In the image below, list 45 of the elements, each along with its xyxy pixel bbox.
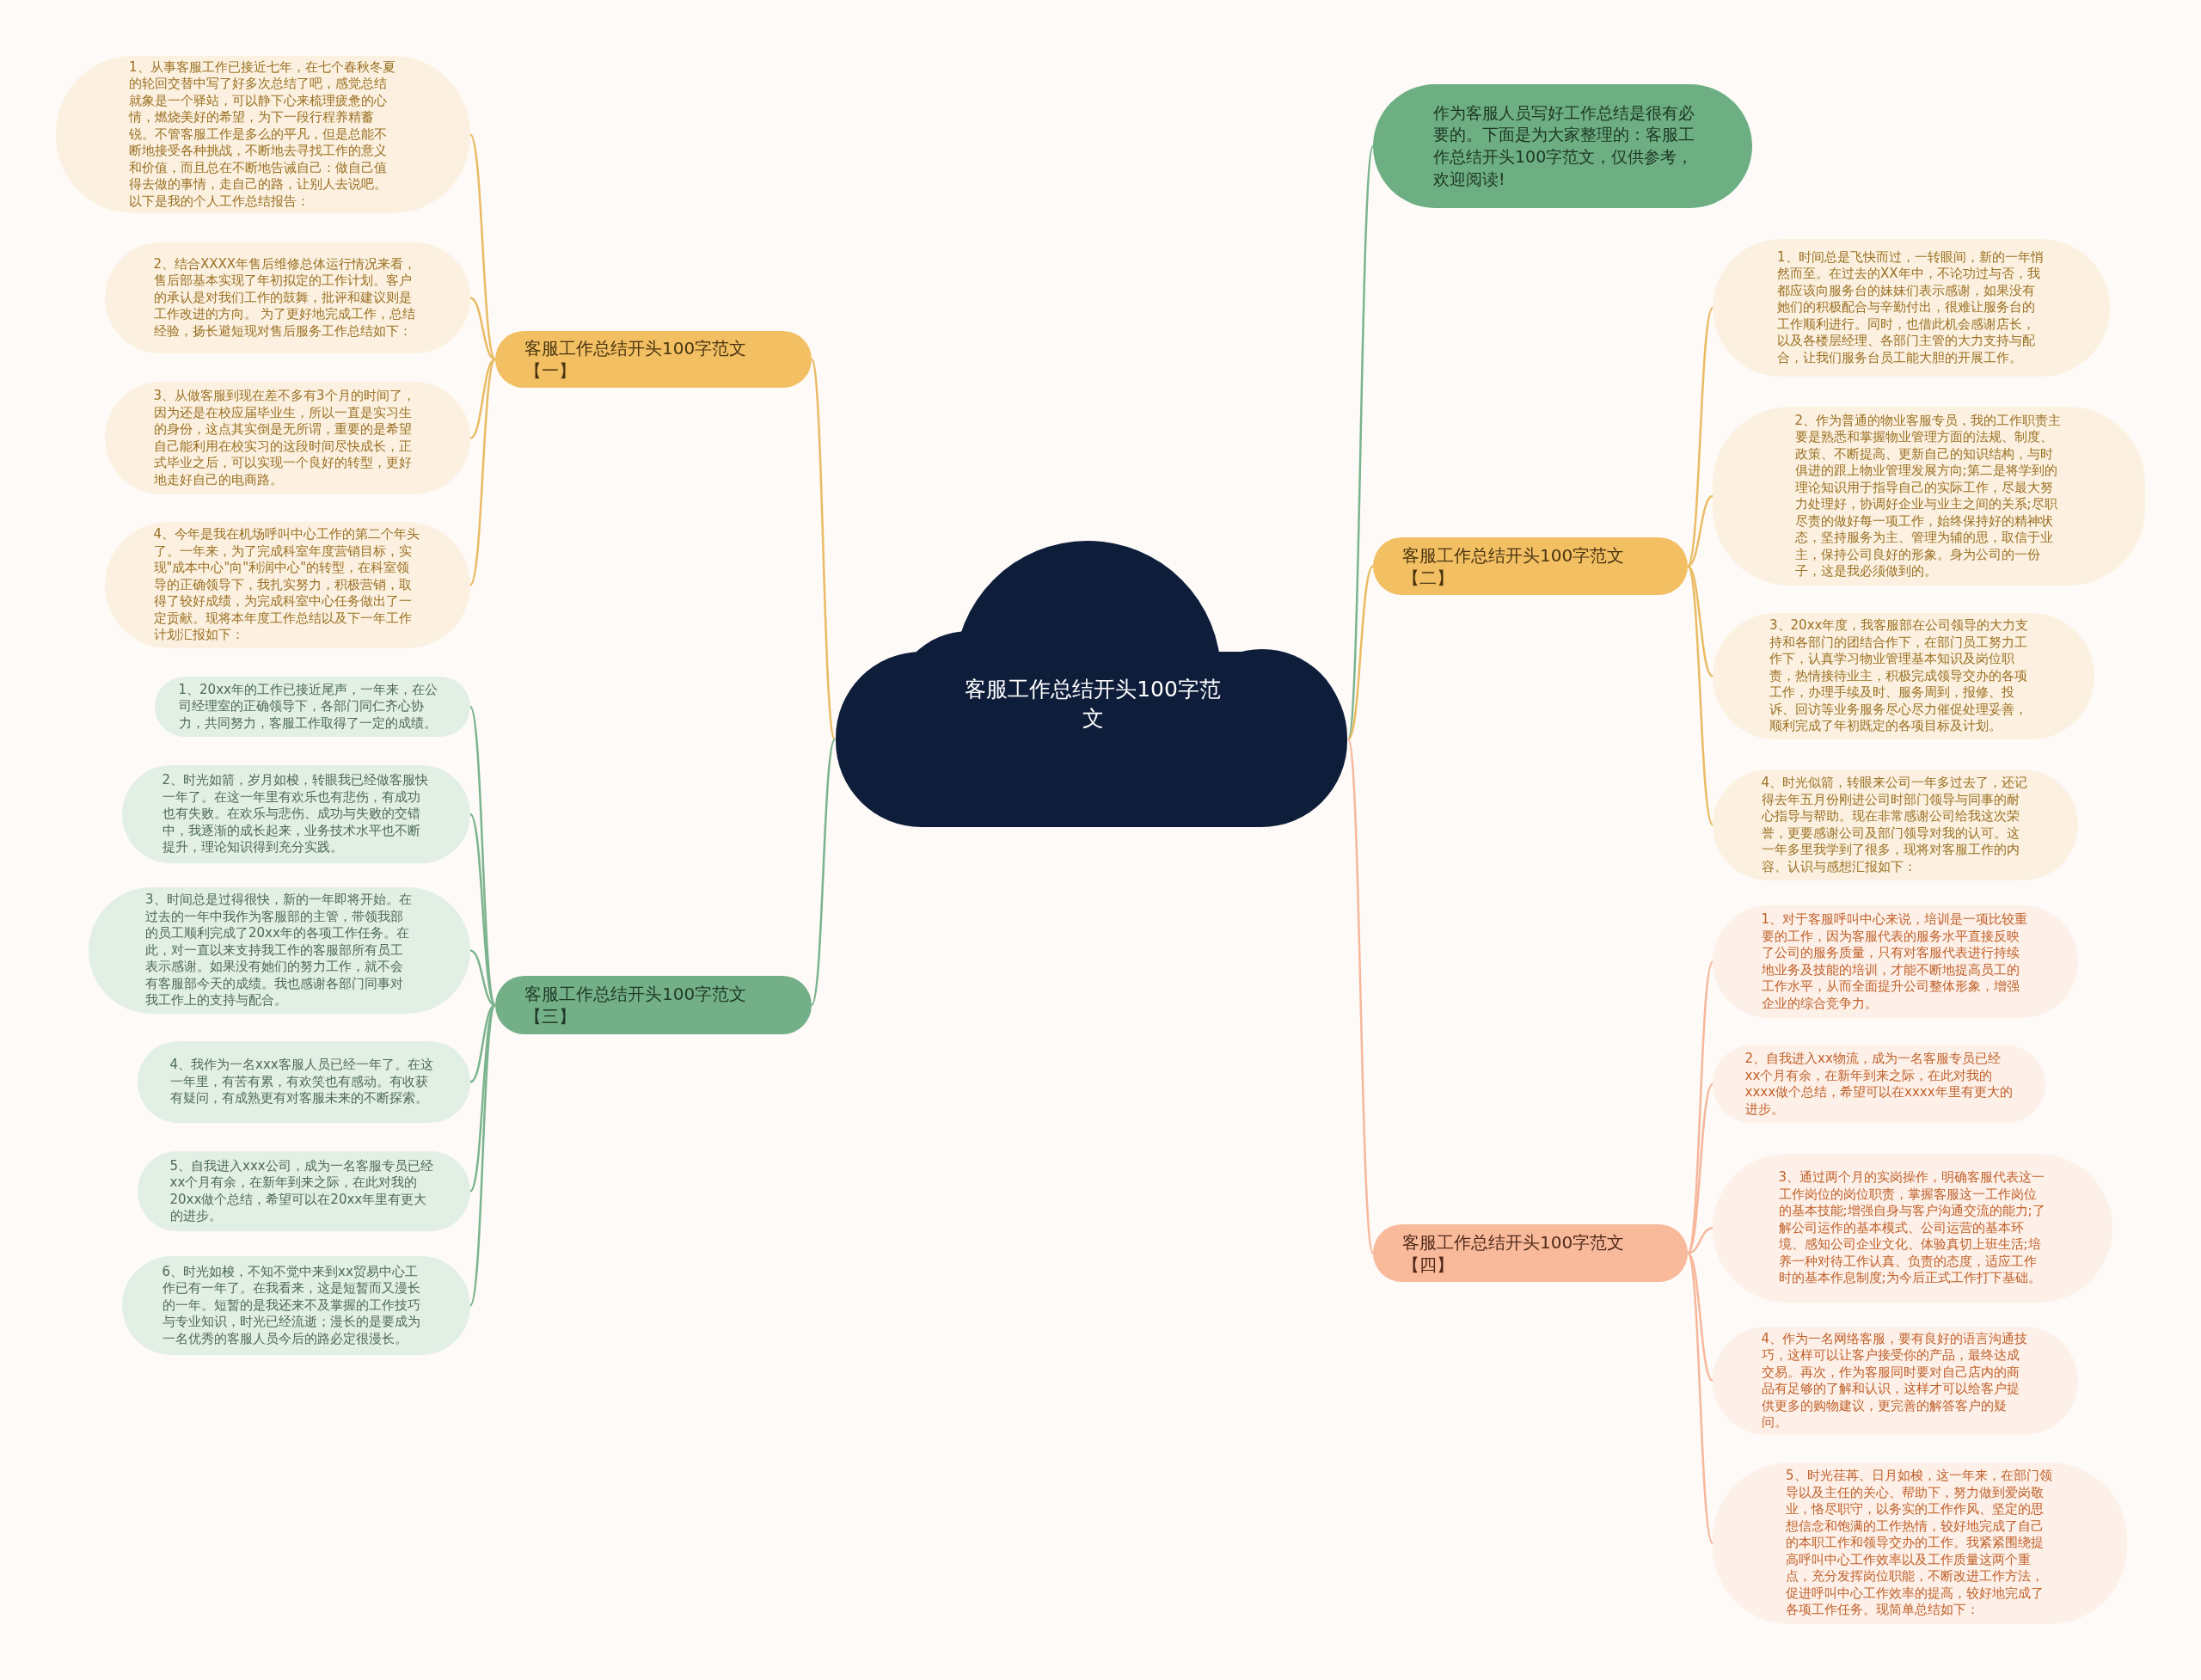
connector-line: [469, 813, 496, 1006]
connector-line: [469, 359, 497, 586]
connector-line: [1687, 494, 1714, 567]
connector-line: [469, 133, 497, 360]
text-bubble: 1、从事客服工作已接近七年，在七个春秋冬夏的轮回交替中写了好多次总结了吧，感觉总结就象是一个驿站，可以静下心来梳理疲惫的心情，燃烧美好的希望，为下一段行程养精蓄锐。不管客服工作是多么的平凡，但是总能不断地接受各种挑战，不断地去寻找工作的意义和价值，而且总在不断地告诫自己：做自己值得去做的事情，走自己的路，让别人去说吧。以下是我的个人工作总结报告：: [56, 56, 470, 213]
text-bubble: 3、时间总是过得很快，新的一年即将开始。在过去的一年中我作为客服部的主管，带领我部的员工顺利完成了20xx年的各项工作任务。在此，对一直以来支持我工作的客服部所有员工表示感谢。如果没有她们的努力工作，就不会有客服部今天的成绩。我也感谢各部门同事对我工作上的支持与配合。: [89, 887, 470, 1014]
text-bubble: 6、时光如梭，不知不觉中来到xx贸易中心工作已有一年了。在我看来，这是短暂而又漫长的一年。短暂的是我还来不及掌握的工作技巧与专业知识，时光已经流逝；漫长的是要成为一名优秀的客服人员今后的路必定很漫长。: [122, 1256, 470, 1355]
branch-topic: 客服工作总结开头100字范文【三】: [495, 976, 812, 1034]
connector-line: [1686, 565, 1714, 826]
connector-line: [469, 949, 496, 1007]
connector-line: [469, 297, 496, 361]
text-bubble: 4、作为一名网络客服，要有良好的语言沟通技巧，这样可以让客户接受你的产品，最终达成交易。再次，作为客服同时要对自己店内的商品有足够的了解和认识，这样才可以给客户提供更多的购物建议，更完善的解答客户的疑问。: [1713, 1327, 2078, 1435]
connector-line: [810, 739, 837, 1006]
connector-line: [1347, 565, 1374, 740]
text-bubble: 5、自我进入xxx公司，成为一名客服专员已经xx个月有余，在新年到来之际，在此对我的20xx做个总结，希望可以在20xx年里有更大的进步。: [138, 1151, 470, 1231]
branch-topic: 客服工作总结开头100字范文【二】: [1373, 537, 1688, 595]
text-bubble: 3、通过两个月的实岗操作，明确客服代表这一工作岗位的岗位职责，掌握客服这一工作岗位的基本技能;增强自身与客户沟通交流的能力;了解公司运作的基本模式、公司运营的基本环境、感知公司企业文化、体验真切上班生活;培养一种对待工作认真、负责的态度，适应工作时的基本作息制度;为今后正式工作打下基础。: [1713, 1154, 2112, 1303]
connector-line: [810, 359, 837, 740]
connector-line: [1346, 739, 1375, 1254]
text-bubble: 2、作为普通的物业客服专员，我的工作职责主要是熟悉和掌握物业管理方面的法规、制度、政策、不断提高、更新自己的知识结构，与时俱进的跟上物业管理发展方向;第二是将学到的理论知识用于指导自己的实际工作，尽最大努力处理好，协调好企业与业主之间的关系;尽职尽责的做好每一项工作，始终保持好的精神状态，坚持服务为主、管理为辅的思，取信于业主，保持公司良好的形象。身为公司的一份子，这是我必须做到的。: [1713, 407, 2145, 586]
text-bubble: 5、时光荏苒、日月如梭，这一年来，在部门领导以及主任的关心、帮助下，努力做到爱岗敬业，恪尽职守，以务实的工作作风、坚定的思想信念和饱满的工作热情，较好地完成了自己的本职工作和领导交办的工作。我紧紧围绕提高呼叫中心工作效率以及工作质量这两个重点，充分发挥岗位职能，不断改进工作方法，促进呼叫中心工作效率的提高，较好地完成了各项工作任务。现简单总结如下：: [1713, 1462, 2127, 1624]
text-bubble: 4、时光似箭，转眼来公司一年多过去了，还记得去年五月份刚进公司时部门领导与同事的耐心指导与帮助。现在非常感谢公司给我这次荣誉，更要感谢公司及部门领导对我的认可。这一年多里我学到了很多，现将对客服工作的内容、认识与感想汇报如下：: [1713, 769, 2078, 880]
connector-line: [1687, 1252, 1714, 1382]
text-bubble: 3、从做客服到现在差不多有3个月的时间了，因为还是在校应届毕业生，所以一直是实习生的身份，这点其实倒是无所谓，重要的是希望自己能利用在校实习的这段时间尽快成长，正式毕业之后，可以实现一个良好的转型，更好地走好自己的电商路。: [105, 382, 470, 494]
connector-line: [1687, 565, 1714, 678]
central-topic-text: 客服工作总结开头100字范文: [964, 676, 1222, 733]
text-bubble: 4、我作为一名xxx客服人员已经一年了。在这一年里，有苦有累，有欢笑也有感动。有收获有疑问，有成熟更有对客服未来的不断探索。: [138, 1041, 470, 1123]
text-bubble: 2、自我进入xx物流，成为一名客服专员已经xx个月有余，在新年到来之际，在此对我的xxxx做个总结，希望可以在xxxx年里有更大的进步。: [1713, 1045, 2045, 1123]
branch-topic: 客服工作总结开头100字范文【一】: [495, 331, 812, 388]
connector-line: [469, 358, 496, 439]
text-bubble: 2、结合XXXX年售后维修总体运行情况来看，售后部基本实现了年初拟定的工作计划。客户的承认是对我们工作的鼓舞，批评和建议则是工作改进的方向。 为了更好地完成工作，总结经验，扬长避短现对售后服务工作总结如下：: [105, 242, 470, 353]
text-bubble: 4、今年是我在机场呼叫中心工作的第二个年头了。一年来，为了完成科室年度营销目标，实现"成本中心"向"利润中心"的转型，在科室领导的正确领导下，我扎实努力，积极营销，取得了较好成绩，为完成科室中心任务做出了一定贡献。现将本年度工作总结以及下一年工作计划汇报如下：: [105, 522, 470, 648]
intro-bubble: 作为客服人员写好工作总结是很有必要的。下面是为大家整理的：客服工作总结开头100字范文，仅供参考，欢迎阅读!: [1373, 84, 1752, 208]
text-bubble: 2、时光如箭，岁月如梭，转眼我已经做客服快一年了。在这一年里有欢乐也有悲伤，有成功也有失败。在欢乐与悲伤、成功与失败的交错中，我逐渐的成长起来，业务技术水平也不断提升，理论知识得到充分实践。: [122, 765, 470, 863]
text-bubble: 3、20xx年度，我客服部在公司领导的大力支持和各部门的团结合作下，在部门员工努力工作下，认真学习物业管理基本知识及岗位职责，热情接待业主，积极完成领导交办的各项工作，办理手续及时、服务周到，报修、投诉、回访等业务服务尽心尽力催促处理妥善，顺利完成了年初既定的各项目标及计划。: [1713, 613, 2094, 739]
connector-line: [469, 1004, 496, 1193]
text-bubble: 1、对于客服呼叫中心来说，培训是一项比较重要的工作，因为客服代表的服务水平直接反映了公司的服务质量，只有对客服代表进行持续地业务及技能的培训，才能不断地提高员工的工作水平，从而全面提升公司整体形象，增强企业的综合竞争力。: [1713, 905, 2078, 1018]
connector-line: [1686, 1252, 1714, 1544]
branch-topic: 客服工作总结开头100字范文【四】: [1373, 1224, 1688, 1282]
connector-line: [1687, 1227, 1714, 1254]
text-bubble: 1、时间总是飞快而过，一转眼间，新的一年悄然而至。在过去的XX年中，不论功过与否，我都应该向服务台的妹妹们表示感谢，如果没有她们的积极配合与辛勤付出，很难让服务台的工作顺利进行。同时，也借此机会感谢店长，以及各楼层经理、各部门主管的大力支持与配合，让我们服务台员工能大胆的开展工作。: [1713, 239, 2110, 377]
connector-line: [1687, 1083, 1714, 1254]
connector-line: [1686, 307, 1714, 567]
text-bubble: 1、20xx年的工作已接近尾声，一年来，在公司经理室的正确领导下，各部门同仁齐心协力，共同努力，客服工作取得了一定的成绩。: [155, 677, 470, 737]
connector-line: [469, 1004, 497, 1307]
